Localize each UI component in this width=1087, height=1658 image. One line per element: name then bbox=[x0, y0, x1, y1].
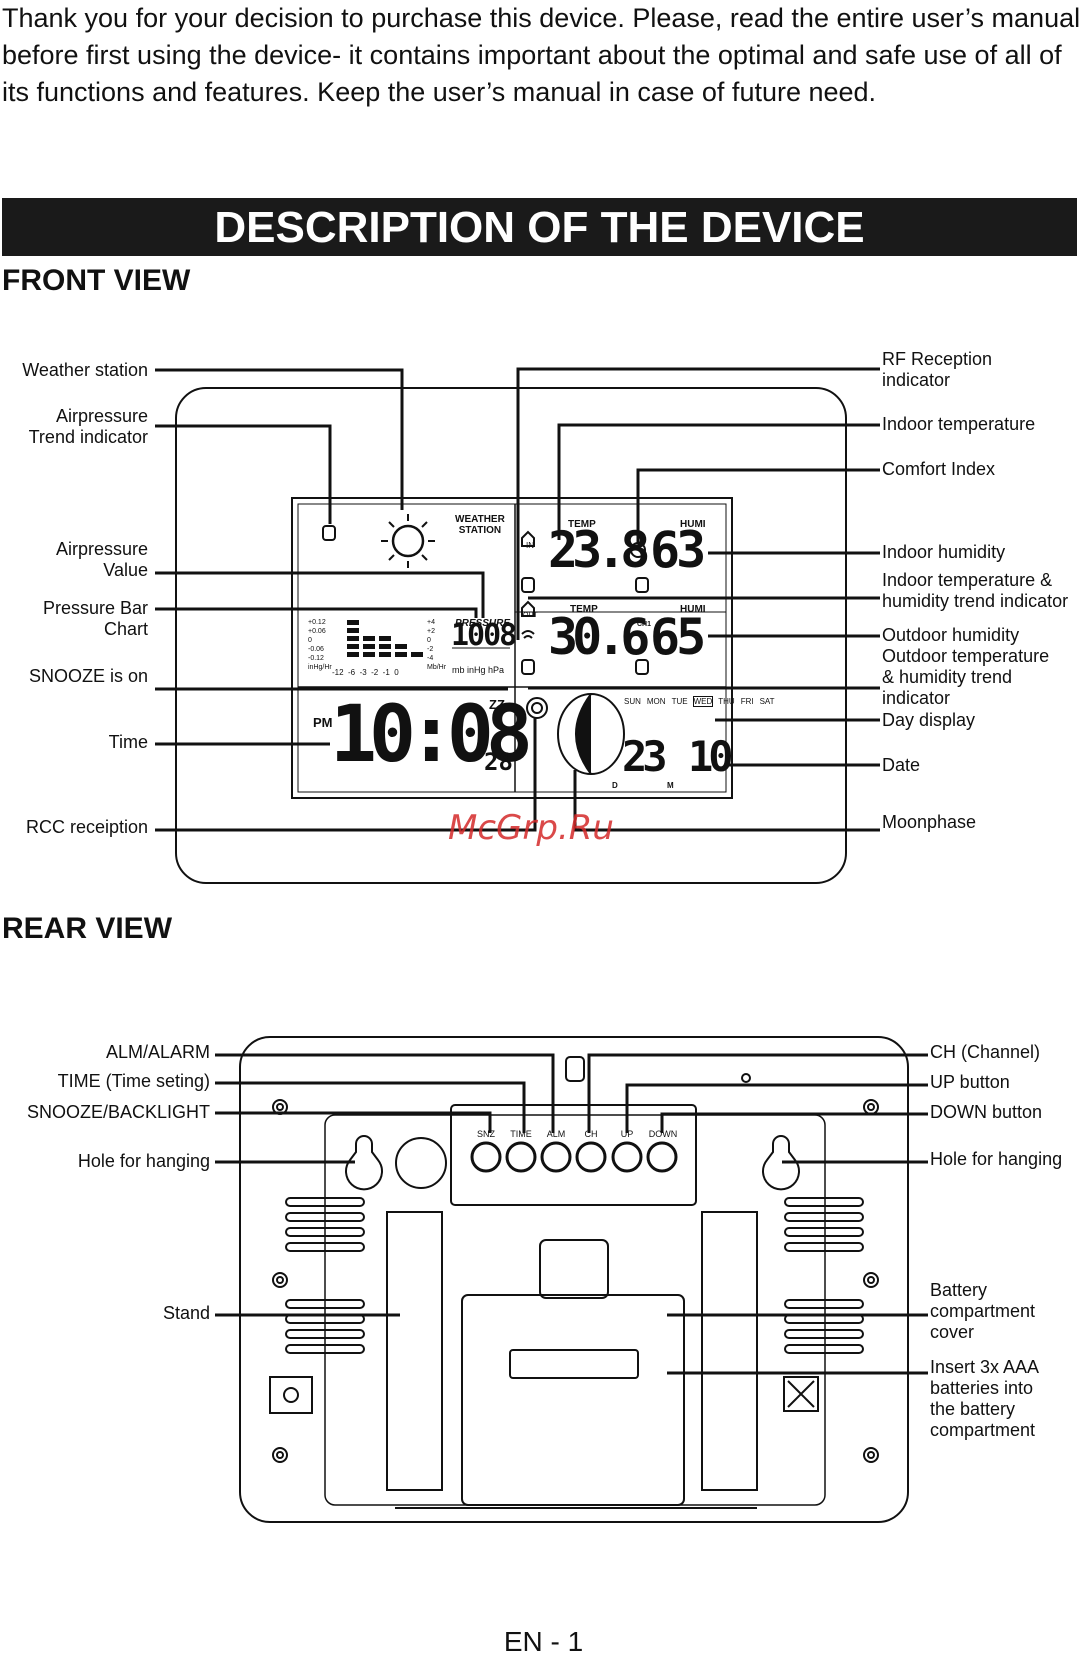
label-time: Time bbox=[108, 732, 148, 752]
lcd-indoor-humi-label: HUMI bbox=[680, 519, 706, 530]
lcd-hours-axis: -12 -6 -3 -2 -1 0 bbox=[332, 668, 399, 677]
lcd-outdoor-temp-label: TEMP bbox=[570, 604, 598, 615]
lcd-snooze-indicator: ZZ bbox=[489, 697, 505, 712]
lcd-pressure-value: 1008 bbox=[451, 618, 517, 653]
sun-icon bbox=[381, 514, 435, 568]
lcd-date-day: 23 bbox=[622, 732, 668, 781]
pressure-bar-chart bbox=[347, 620, 423, 657]
rf-reception-icon bbox=[521, 630, 535, 639]
stand-left bbox=[386, 1211, 443, 1491]
label-up-button: UP button bbox=[930, 1072, 1010, 1092]
lcd-indoor-temp: 23.8 bbox=[548, 521, 650, 579]
watermark: McGrp.Ru bbox=[448, 808, 614, 848]
label-ch-channel: CH (Channel) bbox=[930, 1042, 1041, 1062]
label-stand: Stand bbox=[162, 1303, 210, 1323]
front-view-heading: FRONT VIEW bbox=[2, 264, 191, 297]
label-moonphase: Moonphase bbox=[882, 812, 977, 832]
lcd-indoor-humi: 63 bbox=[650, 521, 706, 579]
label-down-button: DOWN button bbox=[930, 1102, 1043, 1122]
outdoor-trend-icon bbox=[521, 659, 535, 675]
lcd-outdoor-temp: 30.6 bbox=[548, 608, 650, 666]
lcd-seconds: 28 bbox=[484, 748, 513, 776]
label-indoor-trend: Indoor temperature & humidity trend indi… bbox=[882, 570, 1069, 611]
label-rf-reception: RF Reception indicator bbox=[882, 349, 993, 390]
lcd-channel-label: CH1 bbox=[637, 621, 652, 628]
label-snooze-on: SNOOZE is on bbox=[28, 666, 148, 686]
label-airpressure-value: Airpressure Value bbox=[55, 539, 148, 580]
indoor-trend-icon bbox=[521, 577, 535, 593]
label-hole-hanging-right: Hole for hanging bbox=[930, 1149, 1063, 1169]
lcd-in-label: IN bbox=[526, 541, 534, 550]
rear-button-snz-label: SNZ bbox=[477, 1129, 495, 1139]
lcd-indoor-temp-label: TEMP bbox=[568, 519, 596, 530]
label-airpressure-trend: Airpressure Trend indicator bbox=[28, 406, 148, 447]
rear-button-ch-label: CH bbox=[584, 1129, 598, 1139]
label-outdoor-trend: Outdoor temperature & humidity trend ind… bbox=[882, 646, 1050, 708]
label-time-setting: TIME (Time seting) bbox=[57, 1071, 210, 1091]
speaker-grille bbox=[395, 1137, 447, 1189]
label-indoor-humidity: Indoor humidity bbox=[882, 542, 1006, 562]
button-panel bbox=[450, 1104, 697, 1206]
lcd-pressure-label: PRESSURE bbox=[455, 618, 511, 629]
lcd-weather-station-label: WEATHER STATION bbox=[455, 514, 505, 536]
section-banner: DESCRIPTION OF THE DEVICE bbox=[2, 198, 1077, 256]
lcd-screen bbox=[291, 497, 733, 799]
rear-button-time-label: TIME bbox=[510, 1129, 532, 1139]
pressure-trend-icon bbox=[322, 525, 336, 541]
label-comfort-index: Comfort Index bbox=[882, 459, 996, 479]
hanging-hole-left bbox=[345, 1135, 383, 1191]
label-battery-cover: Battery compartment cover bbox=[930, 1280, 1036, 1342]
label-indoor-temperature: Indoor temperature bbox=[882, 414, 1036, 434]
indoor-house-icon bbox=[521, 530, 535, 547]
lcd-time: 10:08 bbox=[330, 690, 533, 780]
label-day-display: Day display bbox=[882, 710, 976, 730]
hanging-hole-right bbox=[762, 1135, 800, 1191]
rcc-icon bbox=[526, 697, 548, 719]
label-pressure-bar-chart: Pressure Bar Chart bbox=[42, 598, 148, 639]
label-weather-station: Weather station bbox=[22, 360, 148, 380]
label-hole-hanging-left: Hole for hanging bbox=[77, 1151, 210, 1171]
rear-button-alm-label: ALM bbox=[546, 1129, 566, 1139]
recycle-bin-icon bbox=[783, 1376, 819, 1412]
lcd-m-label: M bbox=[667, 781, 674, 790]
label-snooze-backlight: SNOOZE/BACKLIGHT bbox=[26, 1102, 210, 1122]
stand-right bbox=[701, 1211, 758, 1491]
rear-button-up-label: UP bbox=[620, 1129, 634, 1139]
battery-slot bbox=[509, 1349, 639, 1379]
outdoor-house-icon bbox=[521, 600, 535, 617]
lcd-outdoor-humi: 65 bbox=[650, 608, 706, 666]
vent-slots-right bbox=[784, 1197, 864, 1354]
page-number: EN - 1 bbox=[503, 1626, 584, 1657]
label-outdoor-humidity: Outdoor humidity bbox=[882, 625, 1020, 645]
rear-view-heading: REAR VIEW bbox=[2, 912, 173, 945]
screw-holes bbox=[272, 1099, 879, 1463]
lcd-pressure-units: mb inHg hPa bbox=[452, 665, 505, 675]
lcd-d-label: D bbox=[612, 781, 618, 790]
label-rcc-reception: RCC receiption bbox=[25, 817, 148, 837]
rear-body bbox=[239, 1036, 909, 1523]
label-insert-batteries: Insert 3x AAA batteries into the battery… bbox=[930, 1357, 1040, 1440]
intro-paragraph: Thank you for your decision to purchase … bbox=[2, 3, 1081, 107]
lcd-date-month: 10 bbox=[688, 732, 734, 781]
rear-buttons bbox=[470, 1141, 678, 1173]
lcd-out-label: OUT bbox=[523, 612, 538, 619]
dc-jack bbox=[269, 1376, 313, 1414]
lcd-pm-indicator: PM bbox=[313, 715, 333, 730]
label-date: Date bbox=[882, 755, 921, 775]
battery-cover bbox=[461, 1294, 685, 1506]
rear-button-down-label: DOWN bbox=[648, 1129, 678, 1139]
lcd-outdoor-humi-label: HUMI bbox=[680, 604, 706, 615]
label-alm-alarm: ALM/ALARM bbox=[105, 1042, 210, 1062]
